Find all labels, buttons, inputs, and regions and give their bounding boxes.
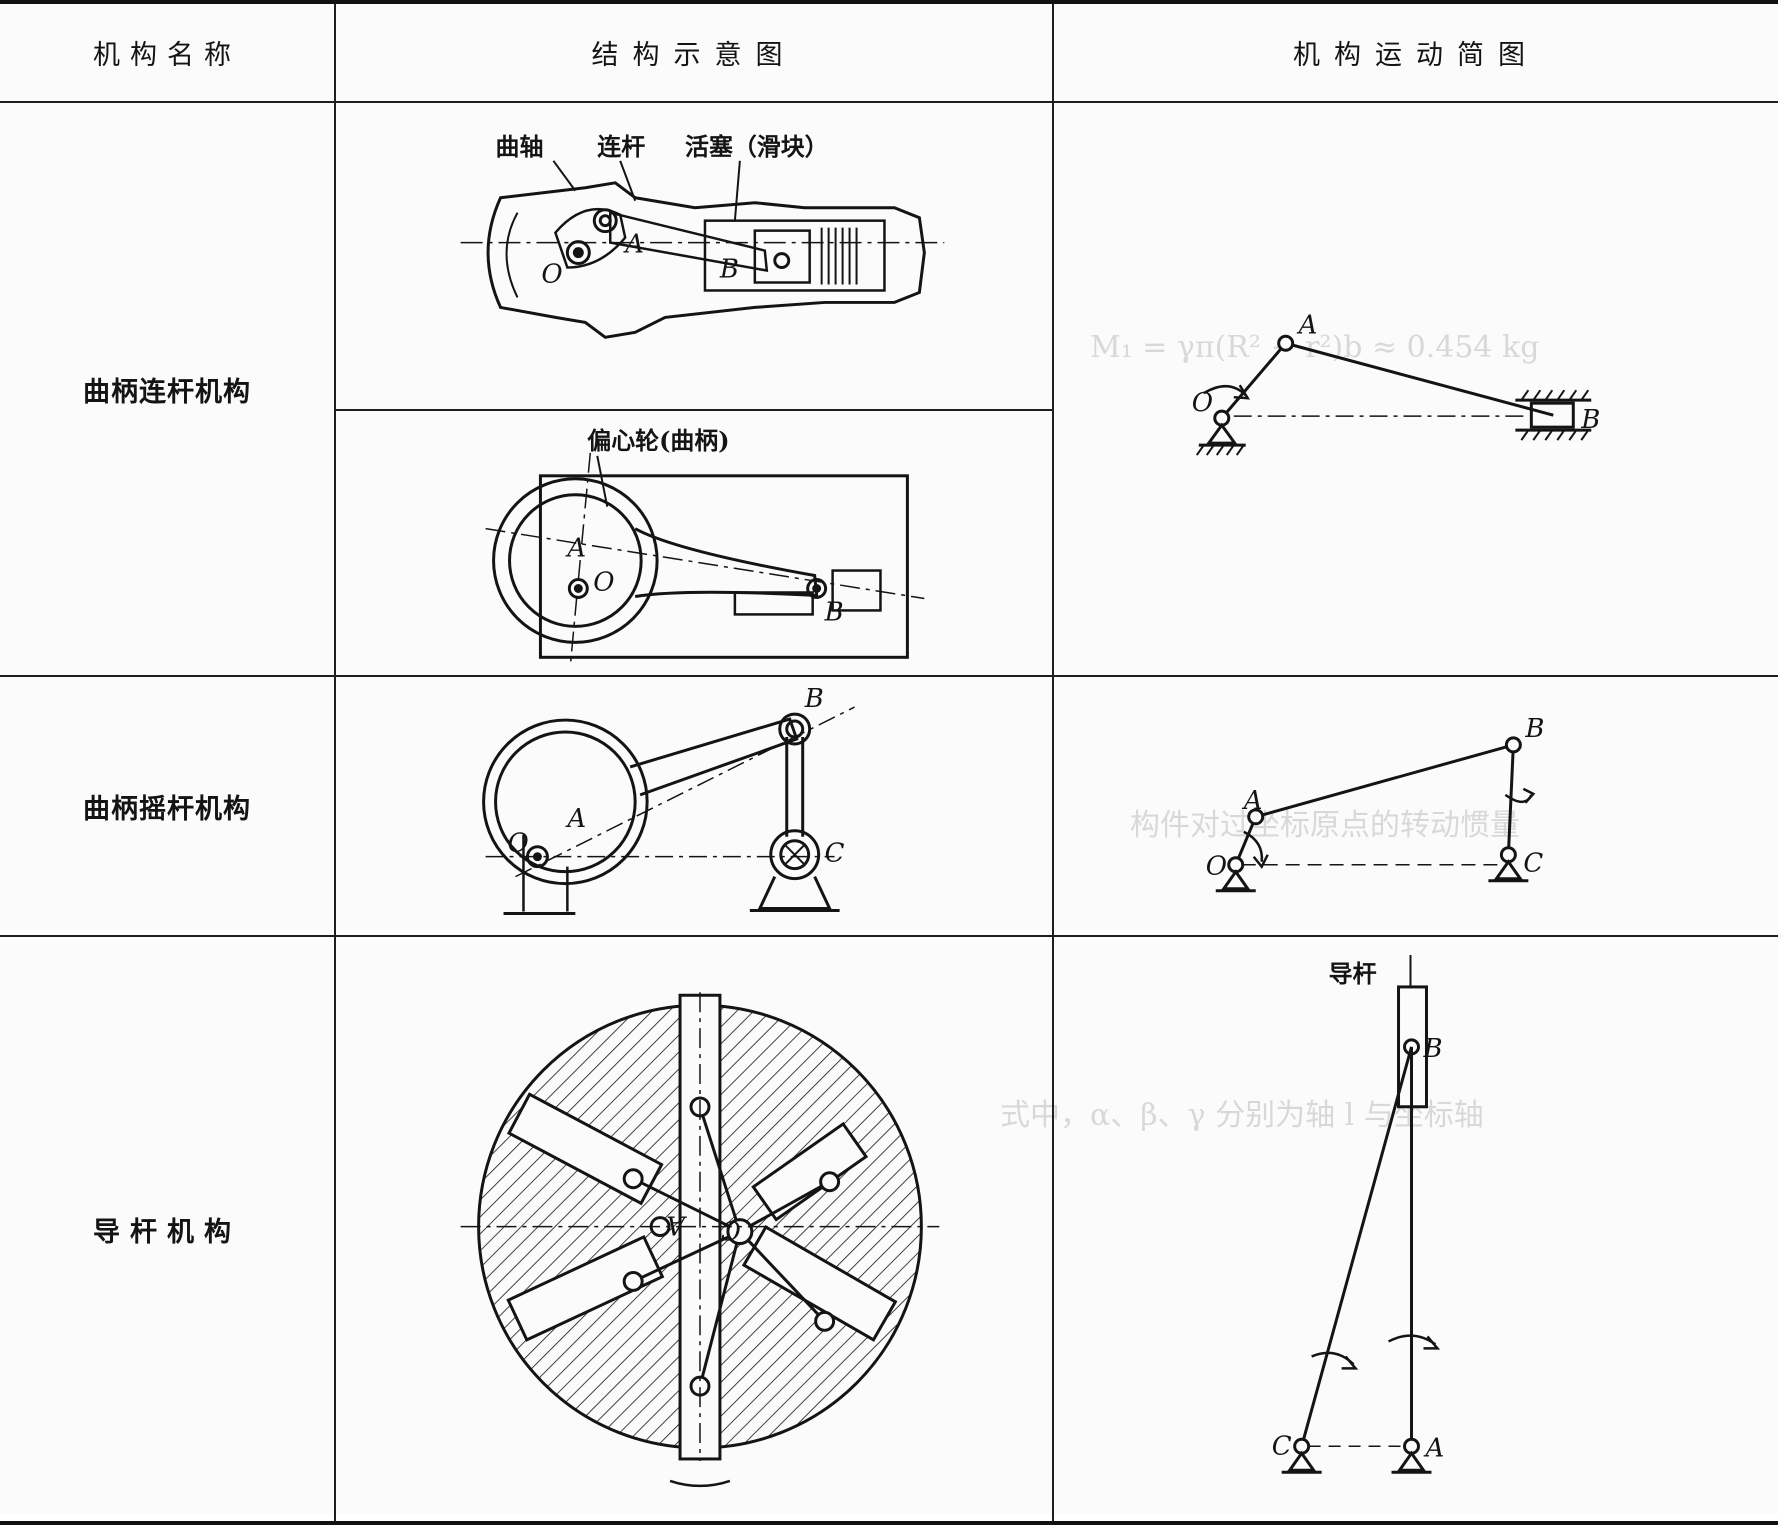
diagram-label-a: A [1423, 1433, 1444, 1463]
crank-web [553, 207, 627, 269]
label-a: A [666, 1210, 687, 1240]
label-b: B [719, 255, 739, 285]
diagram-label-o: O [1192, 388, 1213, 418]
row-crank-connecting-rod-b: 偏心轮(曲柄) A O B [0, 409, 1778, 678]
guide-bar-kinematic-diagram: 导杆 B C A [1272, 955, 1444, 1474]
eccentric-structure-drawing: 偏心轮(曲柄) A O B [485, 427, 925, 666]
cell-structure-1a: 曲轴 连杆 活塞（滑块） O A B [334, 100, 1054, 412]
diagram-label-b: B [1524, 714, 1544, 744]
header-structure: 结构示意图 [334, 0, 1054, 103]
connecting-rod [608, 211, 769, 273]
label-o: O [541, 259, 562, 289]
support-c [757, 876, 832, 911]
hub-c [726, 1218, 754, 1246]
name-crank-rocker: 曲柄摇杆机构 [0, 675, 336, 938]
rocker-link [785, 737, 805, 838]
diagram-label-b: B [1422, 1034, 1442, 1064]
piston-rings [820, 227, 858, 285]
crankcase-outline [486, 181, 926, 339]
label-c: C [825, 839, 845, 869]
header-mechanism-name: 机构名称 [0, 0, 336, 103]
rotation-arrow [669, 1479, 731, 1488]
cylinder-bore [703, 219, 886, 292]
row-crank-rocker: 曲柄摇杆机构 [0, 675, 1778, 938]
guide-bar-cb [1300, 1046, 1413, 1447]
slider-b [1529, 401, 1575, 429]
label-connecting-rod: 连杆 [597, 133, 645, 161]
crank-slider-kinematic-diagram: A O B [1192, 310, 1600, 456]
label-crankshaft: 曲轴 [496, 133, 544, 161]
coupler-rod [629, 717, 799, 797]
housing-frame [538, 474, 909, 659]
label-a: A [565, 804, 586, 834]
joint-b [1504, 736, 1522, 754]
vane-lower-left [506, 1234, 665, 1342]
link-oa [1220, 342, 1287, 420]
eccentric-disc [508, 493, 643, 629]
label-eccentric: 偏心轮(曲柄) [587, 427, 729, 455]
pin-b [773, 252, 791, 270]
name-guide-bar: 导杆机构 [0, 935, 336, 1525]
rotation-arrow-o [1243, 831, 1264, 863]
cell-structure-1b: 偏心轮(曲柄) A O B [335, 409, 1053, 678]
crank-rocker-structure-drawing: A O B C [482, 684, 855, 916]
diagram-label-c: C [1272, 1431, 1292, 1461]
header-row: 机构名称 结构示意图 机构运动简图 [0, 0, 1778, 103]
cell-structure-2: A O B C [334, 675, 1054, 938]
cell-diagram-3: 导杆 B C A [1052, 935, 1778, 1525]
diagram-label-a: A [1242, 786, 1263, 816]
label-o: O [508, 829, 529, 859]
pin-b [806, 578, 828, 600]
label-o: O [593, 568, 614, 598]
crank-center-o [565, 240, 591, 266]
cell-diagram-2: A B O C [1052, 675, 1778, 938]
piston [753, 229, 811, 284]
crank-ring-outer [482, 718, 649, 886]
label-piston: 活塞（滑块） [685, 133, 829, 161]
ground-o [1205, 422, 1238, 445]
link-bc [1506, 745, 1515, 856]
row-crank-connecting-rod-a: 曲柄连杆机构 [0, 100, 1778, 678]
diagram-label-a: A [1297, 310, 1318, 340]
label-c: C [721, 1215, 741, 1245]
cell-structure-3: A C [334, 935, 1054, 1525]
eccentric-rod [634, 527, 819, 599]
link-ab [1255, 743, 1514, 819]
label-b: B [804, 684, 824, 714]
diagram-label-o: O [1206, 852, 1227, 882]
link-ab [1285, 341, 1554, 417]
rotation-arrow [1203, 384, 1247, 397]
crank-rocker-kinematic-diagram: A B O C [1206, 714, 1544, 893]
joint-a [1277, 334, 1295, 352]
crank-ring-inner [494, 730, 637, 874]
guide-bar-structure-drawing: A C [460, 992, 940, 1488]
engine-structure-drawing: 曲轴 连杆 活塞（滑块） O A B [460, 133, 945, 339]
label-a: A [565, 534, 586, 564]
diagram-label-c: C [1523, 849, 1543, 879]
label-guide: 导杆 [1329, 960, 1377, 988]
support-o [522, 835, 569, 912]
joint-c [769, 829, 821, 881]
label-a: A [623, 230, 644, 260]
diagram-label-b: B [1580, 405, 1600, 435]
header-diagram: 机构运动简图 [1052, 0, 1778, 103]
name-crank-connecting-rod: 曲柄连杆机构 [0, 100, 336, 678]
joint-a [1247, 808, 1265, 826]
cell-diagram-1: A O B [1052, 100, 1778, 678]
eccentric-ring-outer [492, 477, 659, 644]
row-guide-bar: 导杆机构 [0, 935, 1778, 1525]
label-b: B [824, 598, 844, 628]
link-oa [1234, 816, 1258, 866]
